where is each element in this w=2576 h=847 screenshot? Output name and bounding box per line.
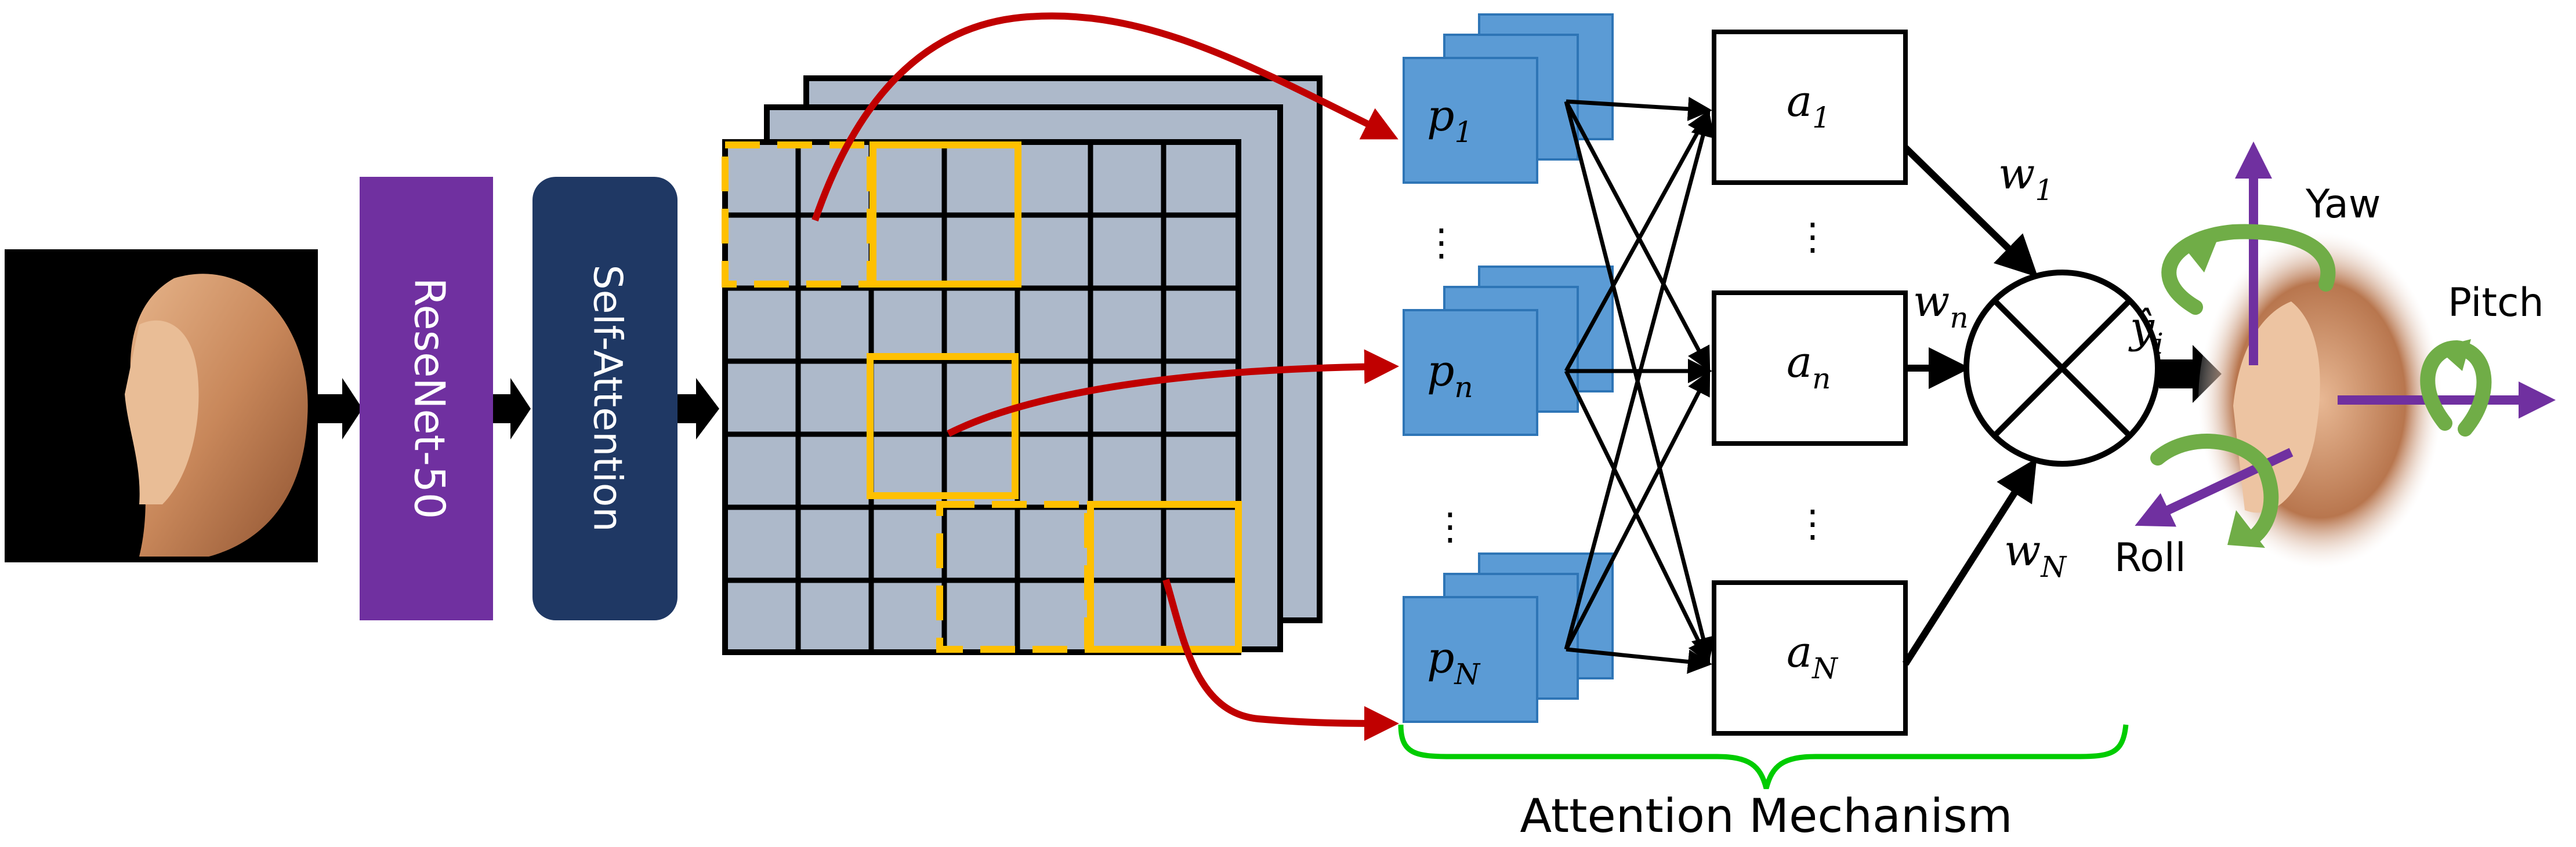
self-attention-rect <box>532 177 677 620</box>
patch-flow-arrows <box>811 12 1399 741</box>
weight-label-N: wN <box>2004 526 2067 584</box>
arrow-image-to-backbone <box>318 378 363 439</box>
flow-arrow-n <box>947 349 1399 437</box>
patch-ellipsis-2: ⋮ <box>1432 506 1469 548</box>
output-label: ŷi <box>2128 303 2164 361</box>
region-solid-3 <box>1087 501 1242 653</box>
patch-label-n: pn <box>1427 346 1473 404</box>
yaw-label: Yaw <box>2305 181 2381 227</box>
svg-text:a1: a1 <box>1787 77 1831 134</box>
feature-map-front <box>722 139 1241 655</box>
region-solid-1 <box>869 141 1021 288</box>
aggregation-node <box>1963 270 2161 467</box>
pitch-label: Pitch <box>2448 280 2544 326</box>
roll-rotation-icon <box>2150 434 2279 547</box>
flow-arrow-1 <box>811 12 1398 221</box>
attention-unit-1: a1 <box>1712 30 1908 185</box>
flow-arrow-N <box>1162 579 1399 741</box>
attn-ellipsis-2: ⋮ <box>1794 503 1831 546</box>
weight-label-1: w1 <box>1998 149 2053 207</box>
roll-axis <box>2135 434 2294 548</box>
yaw-rotation-icon <box>2161 224 2336 315</box>
patch-label-N: pN <box>1427 633 1481 691</box>
svg-text:an: an <box>1787 337 1831 395</box>
patch-label-1: p1 <box>1427 91 1473 149</box>
weighted-arrows <box>1902 145 2038 666</box>
feature-map-stack <box>722 75 1323 655</box>
patch-ellipsis-1: ⋮ <box>1423 221 1460 264</box>
backbone-block: ReseNet-50 <box>360 177 493 620</box>
pitch-axis <box>2338 339 2556 437</box>
attn-ellipsis-1: ⋮ <box>1794 216 1831 259</box>
svg-text:aN: aN <box>1787 627 1839 685</box>
attention-brace <box>1398 724 2129 790</box>
arrow-attention-to-grid <box>676 378 719 439</box>
attention-mechanism-label: Attention Mechanism <box>1520 789 2012 843</box>
yaw-axis <box>2161 141 2336 365</box>
input-face-image <box>5 249 318 562</box>
self-attention-label: Self-Attention <box>584 265 630 532</box>
patch-stack-1: p1 <box>1403 13 1614 184</box>
self-attention-block: Self-Attention <box>532 177 677 620</box>
weight-label-n: wn <box>1913 277 1969 335</box>
backbone-label: ReseNet-50 <box>405 278 454 519</box>
patch-stack-n: pn <box>1403 266 1614 436</box>
roll-label: Roll <box>2114 535 2186 581</box>
region-solid-2 <box>867 353 1019 499</box>
backbone-rect <box>360 177 493 620</box>
arrow-backbone-to-attention <box>492 378 531 439</box>
patch-stack-N: pN <box>1403 552 1614 723</box>
attention-unit-N: aN <box>1712 580 1908 736</box>
attention-unit-n: an <box>1712 290 1908 446</box>
fc-connections <box>1564 96 1715 674</box>
feed-arrows <box>318 378 719 439</box>
